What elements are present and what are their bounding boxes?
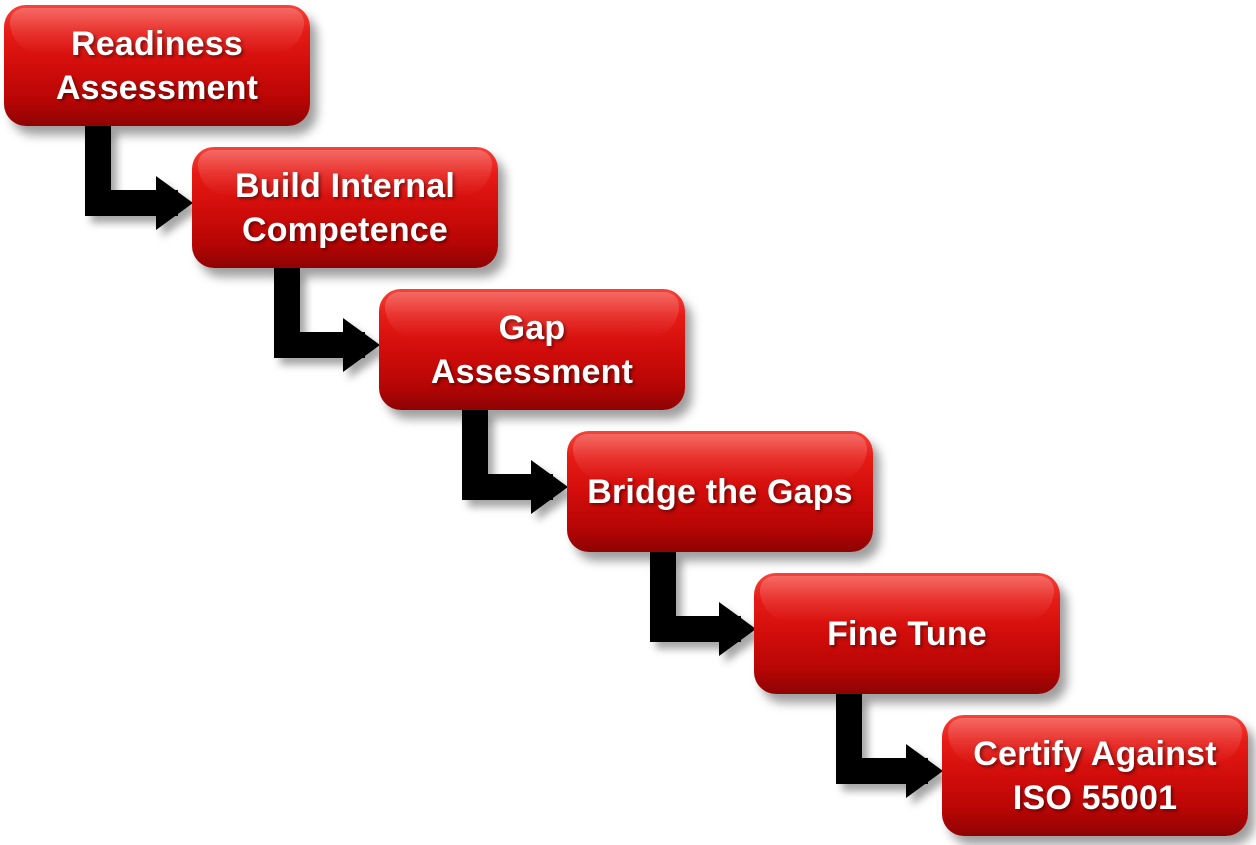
connector-arrow-2: [274, 268, 380, 372]
connector-arrow-3: [462, 410, 568, 514]
step-label: Gap Assessment: [430, 308, 634, 391]
step-build-internal-competence: Build Internal Competence: [192, 147, 498, 268]
connector-arrow-1: [85, 126, 193, 230]
step-label: Bridge the Gaps: [587, 472, 853, 511]
step-fine-tune: Fine Tune: [754, 573, 1060, 694]
step-readiness-assessment: Readiness Assessment: [4, 5, 310, 126]
connector-arrow-4: [650, 552, 756, 656]
step-label: Readiness Assessment: [55, 24, 259, 107]
step-bridge-the-gaps: Bridge the Gaps: [567, 431, 873, 552]
step-label: Certify Against ISO 55001: [973, 734, 1217, 817]
step-certify-against-iso: Certify Against ISO 55001: [942, 715, 1248, 836]
step-gap-assessment: Gap Assessment: [379, 289, 685, 410]
connector-arrow-5: [836, 694, 943, 798]
step-label: Fine Tune: [827, 614, 987, 653]
step-label: Build Internal Competence: [234, 166, 456, 249]
